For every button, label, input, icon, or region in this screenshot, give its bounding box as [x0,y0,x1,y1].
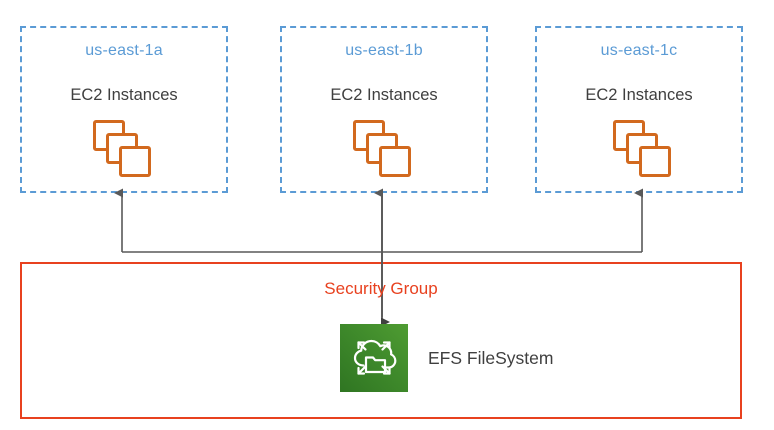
ec2-instances-label-us-east-1b: EC2 Instances [330,86,438,104]
ec2-square-front [639,146,671,177]
ec2-square-front [379,146,411,177]
ec2-square-front [119,146,151,177]
security-group-label: Security Group [324,279,438,298]
ec2-instances-icon-us-east-1b[interactable] [353,120,413,178]
ec2-instances-icon-us-east-1a[interactable] [93,120,153,178]
ec2-instances-label-us-east-1c: EC2 Instances [585,86,693,104]
az-label-us-east-1c: us-east-1c [600,42,678,59]
az-label-us-east-1a: us-east-1a [85,42,163,59]
ec2-instances-icon-us-east-1c[interactable] [613,120,673,178]
security-group-box[interactable] [20,262,742,419]
efs-filesystem-icon[interactable] [340,324,408,392]
availability-zone-us-east-1a[interactable] [20,26,228,193]
az-label-us-east-1b: us-east-1b [345,42,423,59]
availability-zone-us-east-1b[interactable] [280,26,488,193]
ec2-instances-label-us-east-1a: EC2 Instances [70,86,178,104]
efs-filesystem-label: EFS FileSystem [428,348,554,368]
